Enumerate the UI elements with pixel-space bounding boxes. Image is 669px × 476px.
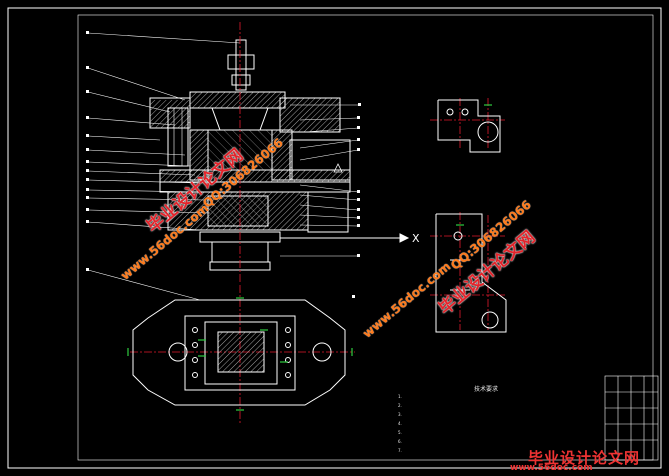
leader-dots-right: [352, 103, 361, 298]
green-marks: [127, 104, 492, 411]
tech-requirements-title: 技术要求: [474, 386, 499, 393]
center-lines: [130, 22, 505, 425]
detail-view-top: [437, 99, 501, 153]
detail-view-bottom: [435, 213, 507, 333]
drawing-frame: [7, 7, 662, 469]
tech-line-5: 5.: [398, 430, 402, 435]
x-axis-arrow: [280, 233, 410, 243]
plan-view: [132, 299, 346, 406]
footer-site-title: 毕业设计论文网: [528, 449, 641, 467]
tech-line-6: 6.: [398, 439, 402, 444]
title-block: [604, 375, 659, 461]
tech-line-7: 7.: [398, 448, 402, 453]
tech-line-2: 2.: [398, 403, 402, 408]
tech-line-3: 3.: [398, 412, 402, 417]
leader-dots-left: [86, 31, 89, 271]
x-axis-label: X: [412, 232, 420, 245]
footer-site-url: www.56doc.com: [510, 463, 593, 473]
tech-line-4: 4.: [398, 421, 402, 426]
tech-line-1: 1.: [398, 394, 402, 399]
inner-frame: [77, 14, 654, 461]
